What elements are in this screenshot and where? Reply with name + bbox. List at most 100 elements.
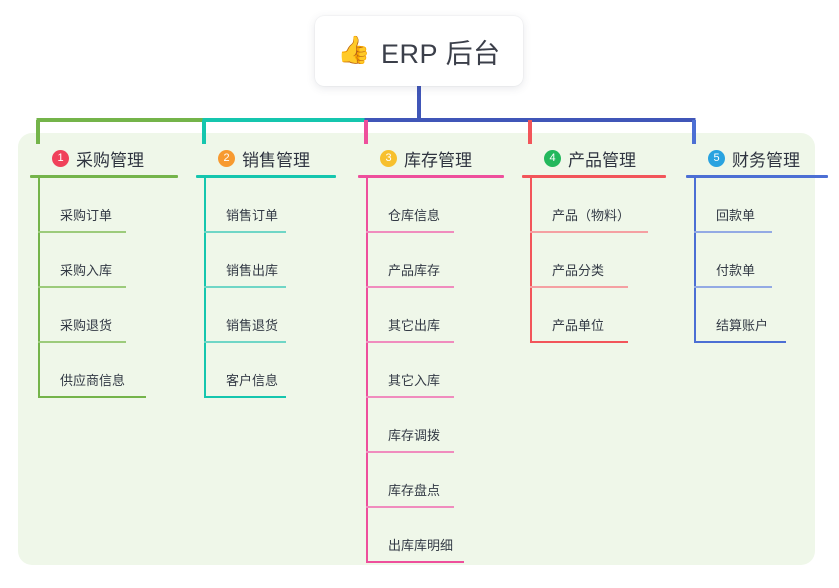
branch-title: 销售管理 bbox=[242, 150, 310, 170]
branch-item[interactable]: 产品分类 bbox=[522, 233, 666, 288]
branch-number-badge: 3 bbox=[380, 149, 397, 167]
branch-item-list: 产品（物料） 产品分类产品单位 bbox=[522, 178, 666, 343]
branch-header-4[interactable]: 4 产品管理 bbox=[522, 146, 666, 170]
root-node-title: ERP 后台 bbox=[381, 38, 501, 69]
branch-item-list: 回款单付款单结算账户 bbox=[686, 178, 828, 343]
branch-item-label: 仓库信息 bbox=[388, 208, 441, 223]
branch-spine bbox=[530, 178, 532, 343]
branch-item-rule bbox=[530, 341, 628, 343]
branch-item[interactable]: 其它入库 bbox=[358, 343, 504, 398]
branch-item-label: 库存盘点 bbox=[388, 483, 441, 498]
branch-item-rule bbox=[694, 341, 786, 343]
branch-column-2: 2 销售管理销售订单销售出库销售退货客户信息 bbox=[196, 146, 336, 398]
branch-item[interactable]: 产品（物料） bbox=[522, 178, 666, 233]
branch-number-badge: 2 bbox=[218, 149, 235, 167]
branch-header-rule bbox=[522, 175, 666, 178]
branch-item-label: 产品分类 bbox=[552, 263, 605, 278]
branch-item-label: 出库库明细 bbox=[388, 538, 454, 553]
branch-item-rule bbox=[366, 561, 464, 563]
branch-item[interactable]: 销售退货 bbox=[196, 288, 336, 343]
branch-item-rule bbox=[38, 396, 146, 398]
branch-number-badge: 1 bbox=[52, 149, 69, 167]
branch-item-label: 供应商信息 bbox=[60, 373, 126, 388]
thumbs-up-icon: 👍 bbox=[337, 34, 372, 65]
branch-number-badge: 5 bbox=[708, 149, 725, 167]
branch-item-list: 销售订单销售出库销售退货客户信息 bbox=[196, 178, 336, 398]
branch-item-label: 库存调拨 bbox=[388, 428, 441, 443]
branch-item-label: 采购入库 bbox=[60, 263, 113, 278]
branch-title: 库存管理 bbox=[404, 150, 472, 170]
branch-item[interactable]: 采购入库 bbox=[30, 233, 178, 288]
branch-spine bbox=[366, 178, 368, 563]
branch-item[interactable]: 仓库信息 bbox=[358, 178, 504, 233]
branch-item-rule bbox=[366, 341, 454, 343]
branch-item-rule bbox=[204, 231, 286, 233]
branch-item-label: 其它入库 bbox=[388, 373, 441, 388]
branch-header-3[interactable]: 3 库存管理 bbox=[358, 146, 504, 170]
branch-item-label: 产品库存 bbox=[388, 263, 441, 278]
branch-number-badge: 4 bbox=[544, 149, 561, 167]
branch-item-label: 客户信息 bbox=[226, 373, 279, 388]
branch-item[interactable]: 库存盘点 bbox=[358, 453, 504, 508]
branch-item-rule bbox=[694, 231, 772, 233]
branch-item[interactable]: 采购退货 bbox=[30, 288, 178, 343]
branch-item-rule bbox=[38, 341, 126, 343]
branch-spine bbox=[204, 178, 206, 398]
branch-backdrop-panel bbox=[18, 133, 815, 565]
branch-column-4: 4 产品管理产品（物料） 产品分类产品单位 bbox=[522, 146, 666, 343]
branch-column-5: 5 财务管理回款单付款单结算账户 bbox=[686, 146, 828, 343]
branch-item-rule bbox=[694, 286, 772, 288]
branch-header-rule bbox=[358, 175, 504, 178]
branch-item-rule bbox=[530, 231, 648, 233]
branch-item-label: 其它出库 bbox=[388, 318, 441, 333]
branch-item-list: 采购订单采购入库采购退货供应商信息 bbox=[30, 178, 178, 398]
branch-item-label: 采购退货 bbox=[60, 318, 113, 333]
branch-item[interactable]: 产品库存 bbox=[358, 233, 504, 288]
branch-item-list: 仓库信息产品库存其它出库其它入库库存调拨库存盘点出库库明细 bbox=[358, 178, 504, 563]
branch-item-label: 付款单 bbox=[716, 263, 756, 278]
branch-item-rule bbox=[366, 506, 454, 508]
branch-item[interactable]: 供应商信息 bbox=[30, 343, 178, 398]
branch-column-3: 3 库存管理仓库信息产品库存其它出库其它入库库存调拨库存盘点出库库明细 bbox=[358, 146, 504, 563]
branch-item-rule bbox=[366, 231, 454, 233]
branch-item-label: 采购订单 bbox=[60, 208, 113, 223]
branch-item-rule bbox=[204, 396, 286, 398]
branch-item[interactable]: 客户信息 bbox=[196, 343, 336, 398]
branch-item[interactable]: 其它出库 bbox=[358, 288, 504, 343]
branch-item-rule bbox=[204, 286, 286, 288]
branch-header-rule bbox=[686, 175, 828, 178]
branch-item[interactable]: 结算账户 bbox=[686, 288, 828, 343]
branch-item-label: 销售退货 bbox=[226, 318, 279, 333]
branch-title: 产品管理 bbox=[568, 150, 636, 170]
branch-item-label: 回款单 bbox=[716, 208, 756, 223]
branch-item[interactable]: 销售订单 bbox=[196, 178, 336, 233]
branch-item[interactable]: 采购订单 bbox=[30, 178, 178, 233]
branch-item-label: 产品单位 bbox=[552, 318, 605, 333]
branch-item-rule bbox=[530, 286, 628, 288]
branch-item-label: 销售出库 bbox=[226, 263, 279, 278]
branch-item[interactable]: 产品单位 bbox=[522, 288, 666, 343]
branch-item-rule bbox=[38, 286, 126, 288]
branch-item[interactable]: 销售出库 bbox=[196, 233, 336, 288]
branch-item-rule bbox=[204, 341, 286, 343]
branch-item-rule bbox=[38, 231, 126, 233]
branch-item-label: 销售订单 bbox=[226, 208, 279, 223]
branch-spine bbox=[694, 178, 696, 343]
branch-header-5[interactable]: 5 财务管理 bbox=[686, 146, 828, 170]
branch-header-rule bbox=[196, 175, 336, 178]
branch-header-rule bbox=[30, 175, 178, 178]
branch-item[interactable]: 库存调拨 bbox=[358, 398, 504, 453]
branch-spine bbox=[38, 178, 40, 398]
branch-item[interactable]: 回款单 bbox=[686, 178, 828, 233]
branch-header-2[interactable]: 2 销售管理 bbox=[196, 146, 336, 170]
root-node-card[interactable]: 👍 ERP 后台 bbox=[315, 16, 523, 86]
branch-item[interactable]: 出库库明细 bbox=[358, 508, 504, 563]
branch-item-label: 结算账户 bbox=[716, 318, 769, 333]
branch-item-label: 产品（物料） bbox=[552, 208, 631, 223]
branch-item-rule bbox=[366, 451, 454, 453]
branch-item-rule bbox=[366, 396, 454, 398]
branch-title: 财务管理 bbox=[732, 150, 800, 170]
branch-item[interactable]: 付款单 bbox=[686, 233, 828, 288]
